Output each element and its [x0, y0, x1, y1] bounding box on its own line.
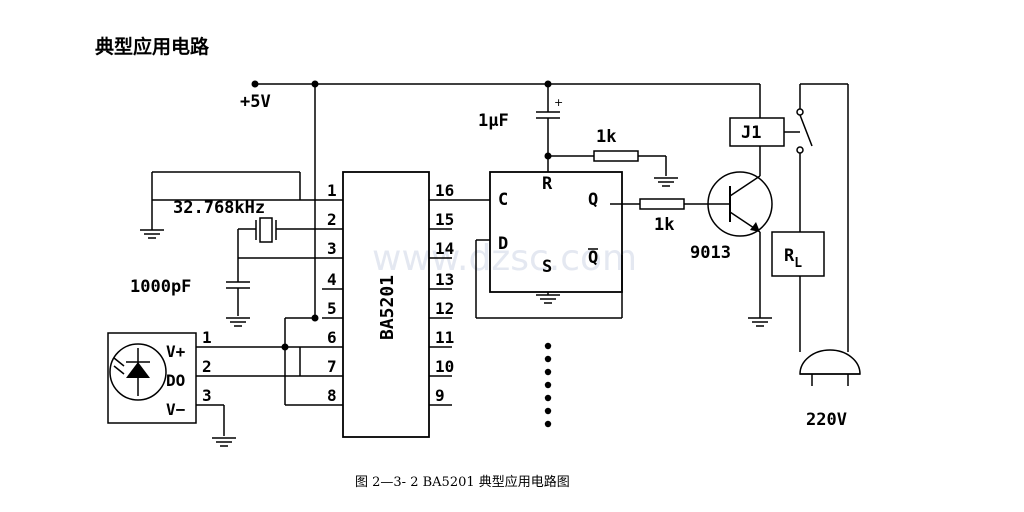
- flipflop-pin-qbar: Q: [588, 248, 598, 268]
- ic-pin-10: 10: [435, 357, 454, 376]
- capacitor-1000pf: [226, 281, 250, 327]
- sensor-pin-number-2: 2: [202, 357, 212, 376]
- pin6-feed-wire: [284, 317, 322, 406]
- ic-pin-11: 11: [435, 328, 454, 347]
- load-resistor: [771, 231, 825, 277]
- ic-left-pin-stubs: [322, 199, 343, 406]
- page-title: 典型应用电路: [95, 35, 210, 58]
- transistor: [707, 146, 773, 327]
- ic-right-pin-stubs: [429, 199, 452, 406]
- svg-text:+: +: [554, 96, 563, 109]
- ic-name: BA5201: [377, 275, 398, 340]
- flipflop-pin-d: D: [498, 234, 508, 254]
- ic-pin-14: 14: [435, 239, 454, 258]
- sensor-pin-number-1: 1: [202, 328, 212, 347]
- flipflop-pin-r: R: [542, 174, 553, 194]
- crystal: [237, 217, 322, 282]
- mains-label: 220V: [806, 410, 847, 430]
- ic-pin-3: 3: [327, 239, 337, 258]
- sensor-module: [107, 332, 197, 424]
- sensor-pin-vplus: V+: [166, 342, 186, 361]
- ic-pin-15: 15: [435, 210, 454, 229]
- flipflop-pin-s: S: [542, 257, 552, 277]
- capacitor-1uf: +: [536, 84, 563, 172]
- resistor-reset: [548, 150, 678, 187]
- sensor-pin-do: DO: [166, 371, 185, 390]
- resistor-base: [610, 198, 730, 210]
- supply-label: +5V: [240, 92, 271, 112]
- ic-body: [342, 171, 430, 438]
- pin1-ground-wire: [151, 171, 322, 226]
- ic-pin-8: 8: [327, 386, 337, 405]
- flip-flop: [489, 171, 623, 293]
- load-label: RL: [784, 246, 802, 271]
- ground-symbol-sensor: [212, 437, 236, 447]
- ic-pin-16: 16: [435, 181, 454, 200]
- transistor-label: 9013: [690, 243, 731, 263]
- mains-plug: [799, 349, 861, 386]
- ic-pin-6: 6: [327, 328, 337, 347]
- ic-pin-4: 4: [327, 270, 337, 289]
- ic-pin-9: 9: [435, 386, 445, 405]
- sensor-wires: [196, 343, 322, 436]
- capacitor-1uf-label: 1μF: [478, 111, 509, 131]
- ground-symbol-pin1: [140, 226, 164, 239]
- ic-pin-1: 1: [327, 181, 337, 200]
- flipflop-pin-q: Q: [588, 190, 598, 210]
- ic-pin-5: 5: [327, 299, 337, 318]
- photodiode-icon: [109, 343, 167, 401]
- capacitor-1000pf-label: 1000pF: [130, 277, 191, 297]
- sensor-pin-vminus: V−: [166, 400, 186, 419]
- ic-pin-12: 12: [435, 299, 454, 318]
- crystal-label: 32.768kHz: [173, 198, 265, 218]
- resistor-reset-label: 1k: [596, 127, 616, 147]
- figure-caption: 图 2—3- 2 BA5201 典型应用电路图: [355, 474, 570, 490]
- continuation-dots: [544, 342, 552, 428]
- relay-contact: [784, 83, 849, 352]
- resistor-base-label: 1k: [654, 215, 674, 235]
- flipflop-wires: [452, 199, 623, 319]
- sensor-pin-number-3: 3: [202, 386, 212, 405]
- relay-label: J1: [741, 123, 761, 143]
- ic-pin-2: 2: [327, 210, 337, 229]
- ic-pin-7: 7: [327, 357, 337, 376]
- ic-pin-13: 13: [435, 270, 454, 289]
- flipflop-pin-c: C: [498, 190, 508, 210]
- watermark: www.dzsc.com: [372, 238, 637, 279]
